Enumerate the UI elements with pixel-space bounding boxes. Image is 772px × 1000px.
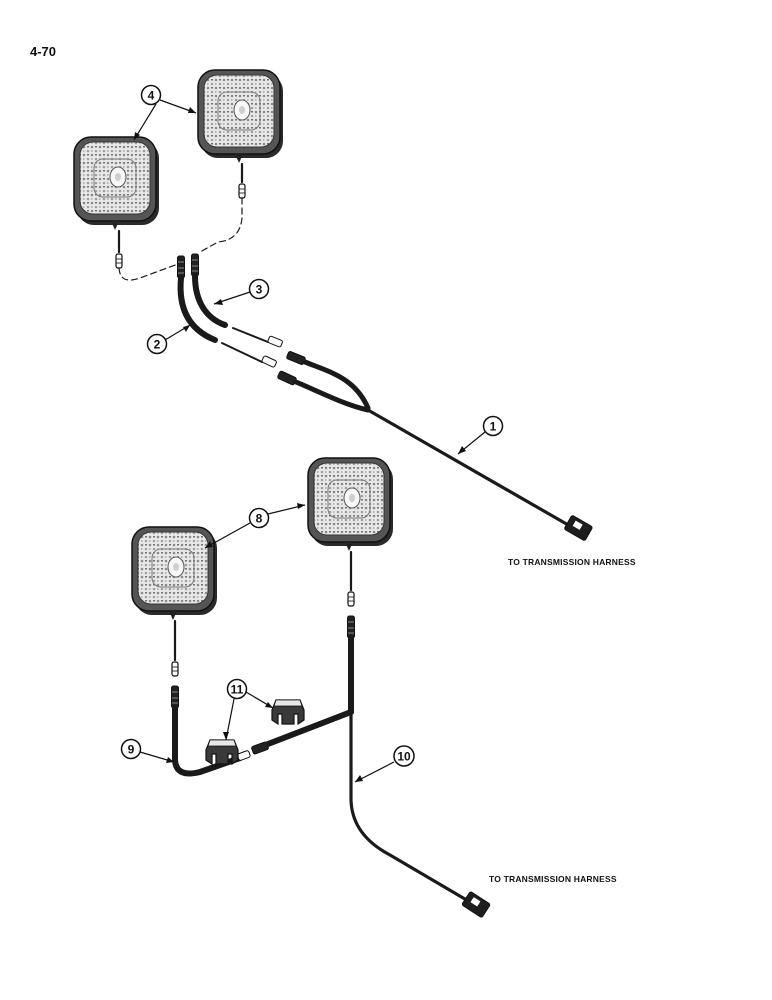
callout-11: 11 xyxy=(226,678,248,700)
callout-4: 4 xyxy=(140,84,162,106)
svg-text:11: 11 xyxy=(231,683,244,697)
lamp-rear-upper-right xyxy=(197,69,284,164)
lamp-rear-upper-left xyxy=(73,136,160,231)
harness-10-end-connector xyxy=(461,891,491,918)
connector-harness-3 xyxy=(191,253,199,277)
svg-text:4: 4 xyxy=(148,89,155,103)
connector-harness-9 xyxy=(171,685,179,709)
lamp-terminal-lower-left xyxy=(171,661,179,677)
lamp-terminal-left xyxy=(115,253,123,269)
harness-2-terminal xyxy=(261,355,277,368)
callout-8: 8 xyxy=(248,507,270,529)
connector-harness-2 xyxy=(177,255,185,279)
harness-1-main-cable xyxy=(366,408,572,528)
connector-harness-10 xyxy=(347,615,355,639)
dashed-connection-right xyxy=(199,197,243,253)
harness-2-lead xyxy=(221,342,263,363)
harness-3-terminal xyxy=(267,335,283,348)
svg-text:1: 1 xyxy=(490,420,497,434)
lamp-terminal-lower-right xyxy=(347,591,355,607)
svg-text:10: 10 xyxy=(397,750,411,764)
harness-10-main-cable xyxy=(349,710,472,904)
note-to-transmission-harness-upper: TO TRANSMISSION HARNESS xyxy=(508,557,636,567)
harness-3-lead xyxy=(232,327,269,343)
callout-2: 2 xyxy=(146,333,168,355)
harness-9-terminal xyxy=(237,750,251,761)
svg-text:3: 3 xyxy=(256,283,263,297)
lamp-front-upper-right xyxy=(307,457,394,552)
lamp-terminal-right xyxy=(238,183,246,199)
callout-1: 1 xyxy=(482,415,504,437)
page-number: 4-70 xyxy=(30,44,57,59)
lamp-front-upper-left xyxy=(131,526,218,621)
dashed-connection-left xyxy=(118,263,179,281)
callout-10: 10 xyxy=(393,745,415,767)
svg-text:8: 8 xyxy=(256,512,263,526)
wire-clip-upper xyxy=(271,699,305,725)
wire-clip-lower xyxy=(205,739,239,765)
harness-1-end-connector xyxy=(564,515,593,541)
svg-text:9: 9 xyxy=(128,743,135,757)
callout-9: 9 xyxy=(120,738,142,760)
svg-text:2: 2 xyxy=(154,338,161,352)
callout-3: 3 xyxy=(248,278,270,300)
note-to-transmission-harness-lower: TO TRANSMISSION HARNESS xyxy=(489,874,617,884)
